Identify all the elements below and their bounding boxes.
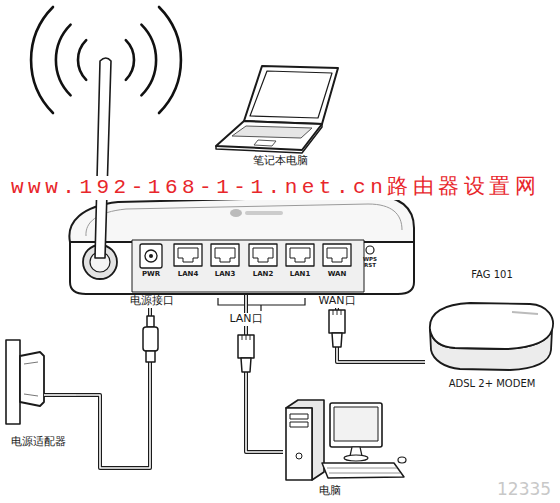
laptop-edge	[216, 124, 322, 153]
watermark: www.192-168-1-1.net.cn路由器设置网	[10, 176, 541, 200]
cable-core	[76, 295, 150, 468]
adapter-drawing	[6, 340, 76, 424]
button-label: WPS RST	[362, 257, 378, 269]
laptop-base	[216, 121, 322, 150]
power-plug	[143, 316, 158, 362]
modem-drawing	[430, 303, 553, 370]
plug-body	[238, 335, 254, 358]
power-button	[296, 453, 302, 459]
laptop: 笔记本电脑	[215, 62, 345, 170]
cable-line	[76, 295, 150, 468]
power-jack	[140, 244, 162, 268]
wave-arc	[56, 25, 71, 96]
rj45-port	[174, 244, 202, 266]
part-label: WAN口	[317, 295, 356, 308]
antenna-rod	[95, 58, 111, 258]
plug-contacts	[333, 310, 341, 315]
rj45-port	[290, 248, 310, 262]
tower-front	[286, 408, 312, 480]
monitor-screen	[334, 407, 378, 441]
rj45-port	[215, 248, 235, 262]
rj45-port	[249, 244, 277, 266]
plug-tip	[147, 316, 154, 327]
wave-arc	[126, 40, 134, 80]
adapter-body	[20, 352, 44, 406]
lan-bracket	[218, 298, 305, 311]
wave-arc	[78, 40, 86, 80]
rj45-port	[327, 248, 347, 262]
plug-boot	[241, 358, 251, 372]
wave-arc	[31, 7, 53, 113]
tower-side	[286, 400, 324, 480]
modem-top	[430, 303, 553, 349]
rj45-port	[286, 244, 314, 266]
cable-stub	[44, 394, 76, 396]
monitor-stand	[344, 455, 368, 461]
router-drawing	[69, 196, 414, 294]
lan-plug	[238, 335, 254, 372]
laptop-drawing	[216, 66, 338, 153]
modem: FAG 101ADSL 2+ MODEM	[425, 268, 557, 394]
mouse	[398, 457, 406, 463]
cable-stub	[44, 393, 76, 397]
rj45-port	[178, 248, 198, 262]
device-label: 笔记本电脑	[253, 155, 308, 168]
adapter-detail	[24, 362, 38, 396]
desktop-computer: 电脑	[283, 398, 411, 501]
device-label: 电源适配器	[11, 436, 66, 449]
wan-plug	[329, 310, 345, 347]
power-jack	[149, 254, 153, 258]
port-label: LAN2	[253, 270, 274, 278]
wps-button	[366, 246, 374, 254]
router-logo	[245, 211, 283, 215]
router-logo	[230, 209, 242, 217]
monitor	[330, 403, 382, 447]
port-label: LAN1	[290, 270, 311, 278]
rj45-port	[211, 244, 239, 266]
rj45-port	[323, 244, 351, 266]
antenna	[83, 58, 117, 279]
cable	[76, 295, 150, 468]
watermark: 12335	[497, 480, 551, 500]
port-panel	[132, 240, 364, 292]
wave-arc	[141, 25, 156, 96]
model-label: FAG 101	[471, 269, 513, 281]
device-label: 电脑	[319, 485, 341, 498]
router-top	[69, 196, 414, 242]
drive-bay	[290, 422, 308, 427]
device-label: ADSL 2+ MODEM	[449, 378, 536, 390]
modem-logo	[512, 312, 538, 314]
plug-boot	[146, 351, 155, 362]
part-label: 电源接口	[129, 295, 175, 308]
plug-body	[143, 327, 158, 351]
port-label: PWR	[142, 270, 160, 278]
laptop-screen	[250, 71, 332, 118]
power-jack	[145, 250, 157, 262]
plug-boot	[332, 333, 342, 347]
plug-contacts	[242, 335, 250, 340]
rj45-port	[253, 248, 273, 262]
router: PWR LAN4 LAN3 LAN2 LAN1 WAN WPS RST	[65, 195, 417, 295]
wave-arc	[159, 7, 181, 113]
port-label: LAN4	[178, 270, 199, 278]
laptop-touchpad	[254, 140, 276, 146]
drive-bay	[290, 414, 308, 419]
part-label: LAN口	[228, 313, 263, 326]
port-label: LAN3	[215, 270, 236, 278]
power-adapter: 电源适配器	[2, 338, 76, 452]
laptop-lid	[244, 66, 338, 124]
router-ridge	[86, 204, 402, 236]
laptop-keyboard	[232, 126, 312, 138]
keyboard-keys	[327, 468, 400, 473]
computer-drawing	[286, 400, 406, 480]
port-label: WAN	[328, 270, 347, 278]
plug-body	[329, 310, 345, 333]
wall-socket	[6, 340, 20, 424]
keyboard	[322, 463, 404, 478]
